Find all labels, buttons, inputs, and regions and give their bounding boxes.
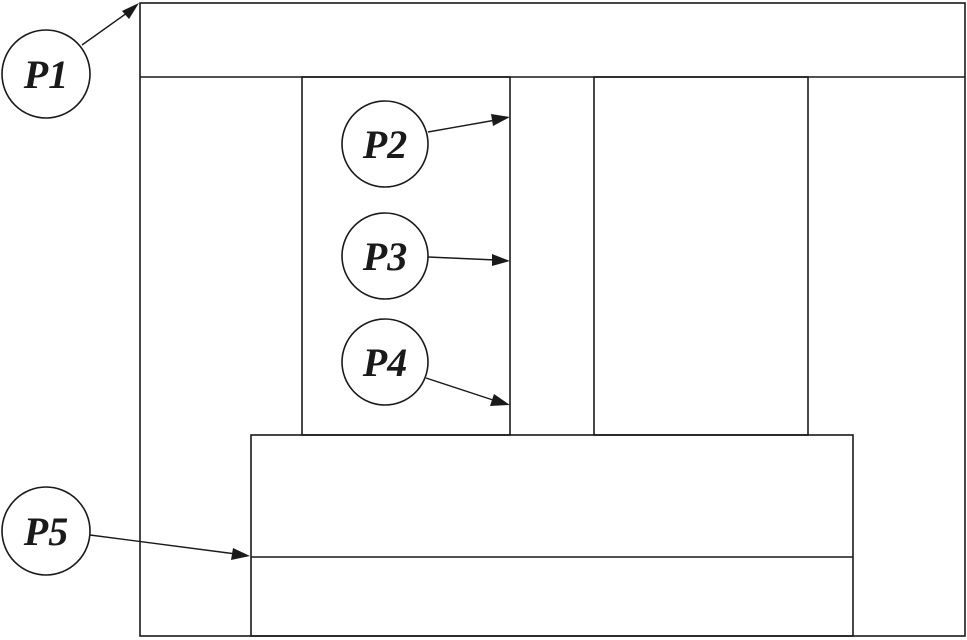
leader-p2: [427, 119, 497, 133]
bubble-p2: [341, 100, 429, 188]
bubble-p5: [1, 486, 91, 576]
arrowhead-p2: [491, 114, 510, 126]
right-column-block: [593, 76, 809, 436]
arrowhead-p3: [492, 254, 510, 266]
arrowhead-p5: [231, 548, 250, 560]
bubble-p1: [1, 29, 91, 119]
label-p3: P3: [362, 234, 407, 279]
outer-frame: [139, 2, 966, 637]
arrowhead-p1: [122, 3, 139, 19]
leader-p4: [425, 377, 497, 402]
bubble-p4: [341, 318, 429, 406]
bubble-p3: [341, 212, 429, 300]
callout-p1: P1: [1, 3, 139, 119]
callout-p2: P2: [341, 100, 510, 188]
callout-p3: P3: [341, 212, 510, 300]
leader-p3: [427, 256, 497, 261]
arrowhead-p4: [490, 394, 510, 406]
label-p4: P4: [362, 340, 407, 385]
label-p2: P2: [362, 122, 407, 167]
leader-p5: [89, 534, 237, 555]
base-block: [250, 434, 854, 637]
callout-p5: P5: [1, 486, 250, 576]
callout-p4: P4: [341, 318, 510, 406]
label-p5: P5: [23, 509, 68, 554]
label-p1: P1: [23, 52, 68, 97]
